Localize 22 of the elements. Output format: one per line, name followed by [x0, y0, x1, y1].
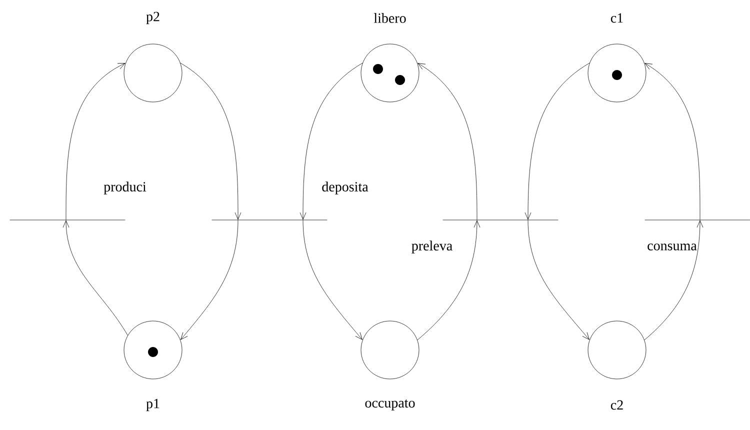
- arc-arrow: [418, 63, 478, 220]
- transition-label: consuma: [648, 244, 697, 250]
- arc-arrow: [528, 220, 590, 340]
- place-label: c2: [610, 400, 623, 410]
- place-label: libero: [374, 13, 406, 23]
- place-label: c1: [610, 13, 623, 23]
- arc-arrow: [644, 220, 704, 340]
- arc-arrow: [180, 220, 238, 340]
- arc-arrow: [62, 220, 128, 336]
- place-label: occupato: [365, 400, 415, 410]
- arc-arrow: [300, 62, 363, 220]
- arc-arrow: [524, 62, 590, 220]
- arc-arrow: [417, 220, 480, 340]
- arc-arrow: [180, 62, 242, 220]
- transition-label: preleva: [412, 240, 452, 254]
- transition-label: deposita: [322, 182, 368, 194]
- place-label: p2: [146, 12, 160, 24]
- arc-arrow: [644, 63, 700, 220]
- place-label: p1: [146, 398, 160, 412]
- arc-arrow: [302, 220, 362, 340]
- arc-arrow: [66, 63, 126, 220]
- transition-label: produci: [104, 182, 146, 194]
